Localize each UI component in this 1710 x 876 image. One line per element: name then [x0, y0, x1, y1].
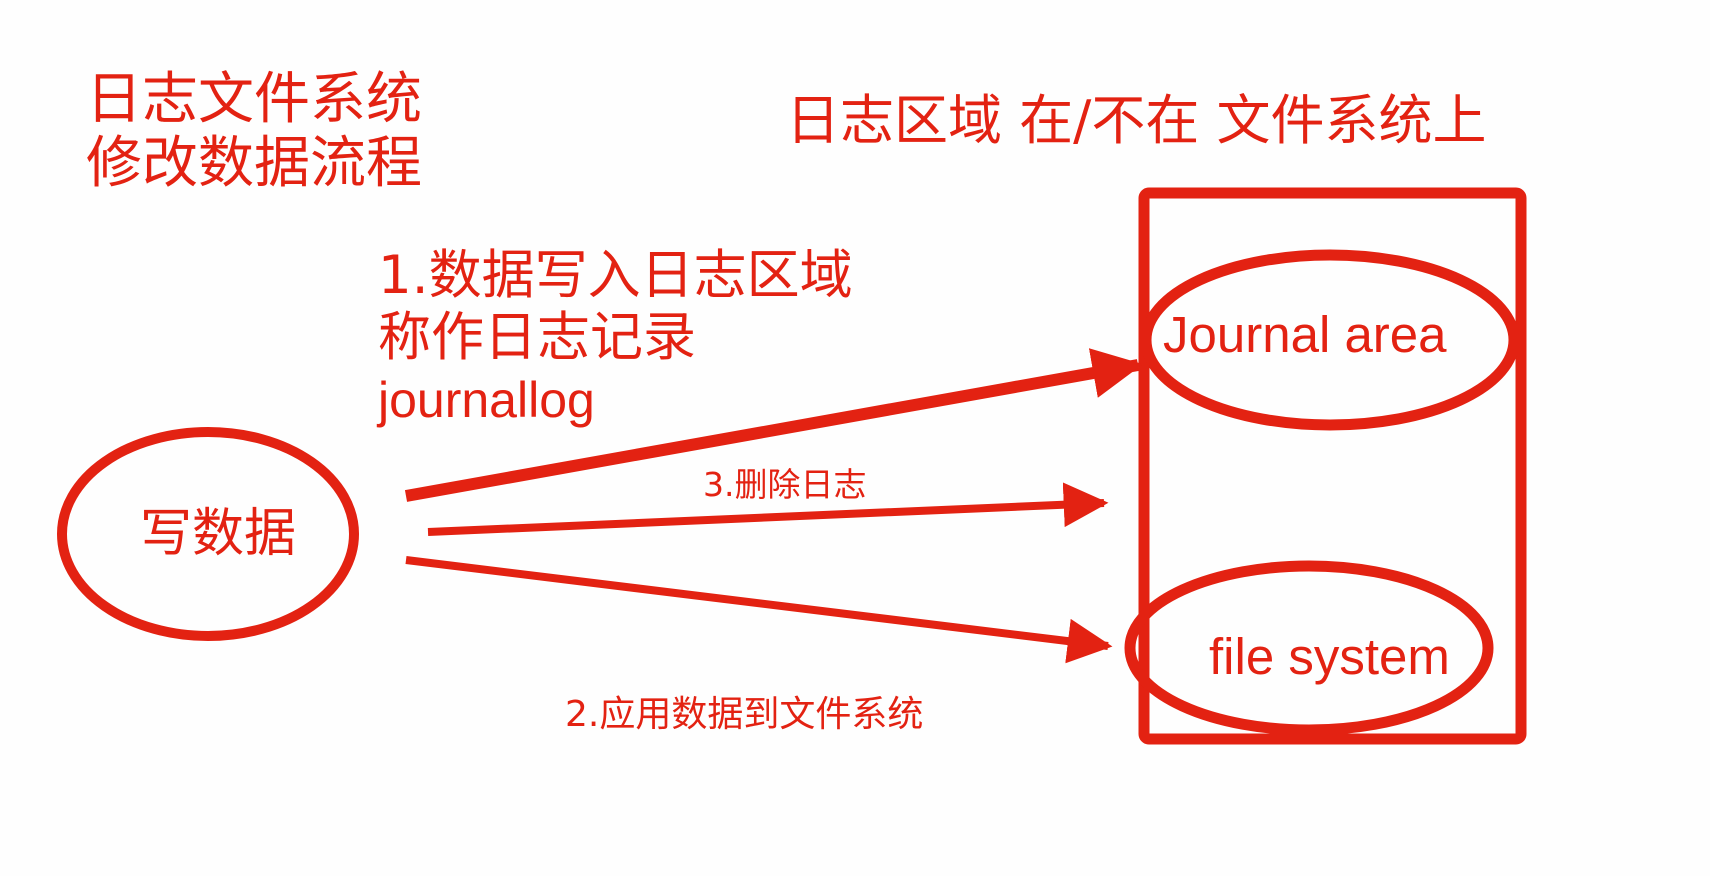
- title-line-1: 日志文件系统: [86, 67, 422, 132]
- journal-area-label: Journal area: [1163, 306, 1447, 363]
- write-data-ellipse: [57, 427, 359, 641]
- file-system-ellipse: [1124, 560, 1494, 736]
- step1-line-2: 称作日志记录: [378, 307, 696, 368]
- arrow-step3-delete-log: [427, 482, 1109, 536]
- diagram-title: 日志文件系统 修改数据流程: [86, 68, 422, 196]
- title-line-2: 修改数据流程: [86, 131, 422, 196]
- write-data-node-label: 写数据: [140, 504, 297, 564]
- step1-line-1: 1.数据写入日志区域: [378, 245, 853, 306]
- file-system-label: file system: [1209, 628, 1450, 685]
- step1-label: 1.数据写入日志区域 称作日志记录 journallog: [378, 245, 853, 431]
- arrow-step2-to-filesystem: [405, 556, 1113, 664]
- arrow-step1-to-journal: [404, 348, 1143, 502]
- journal-area-ellipse: [1140, 249, 1520, 431]
- storage-container-box: [1138, 187, 1527, 745]
- step3-label: 3.删除日志: [703, 465, 867, 504]
- diagram-subtitle: 日志区域 在/不在 文件系统上: [786, 89, 1487, 152]
- step2-label: 2.应用数据到文件系统: [565, 694, 924, 735]
- step1-line-3: journallog: [378, 372, 595, 428]
